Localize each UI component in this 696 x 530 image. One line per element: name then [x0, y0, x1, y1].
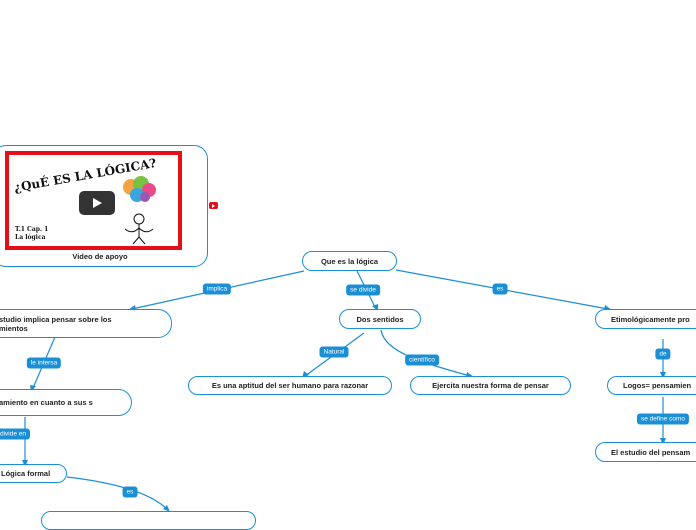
link-label-divide-en[interactable]: divide en: [0, 428, 31, 440]
node-root[interactable]: Que es la lógica: [302, 251, 397, 271]
video-thumbnail-image: ¿QuÉ ES LA LÓGICA? T.1 Cap. 1 La lógica: [9, 155, 178, 246]
node-estudio-pensamiento[interactable]: El estudio del pensam: [595, 442, 696, 462]
youtube-icon[interactable]: [209, 202, 218, 209]
node-pensamiento[interactable]: amiento en cuanto a sus s: [0, 389, 132, 416]
play-icon: [93, 198, 102, 208]
node-aptitud[interactable]: Es una aptitud del ser humano para razon…: [188, 376, 392, 395]
link-label-se-divide[interactable]: se divide: [346, 284, 380, 296]
node-dos-sentidos[interactable]: Dos sentidos: [339, 309, 421, 329]
video-caption: Video de apoyo: [72, 252, 128, 261]
brain-icon: [123, 176, 156, 202]
link-label-implica[interactable]: implica: [202, 283, 232, 295]
node-estudio[interactable]: studio implica pensar sobre los mientos: [0, 309, 172, 338]
thumbnail-line-1: T.1 Cap. 1: [15, 226, 49, 233]
node-bottom-partial[interactable]: [41, 511, 256, 530]
link-label-es-bottom[interactable]: es: [122, 486, 138, 498]
node-logica-formal[interactable]: Lógica formal: [0, 464, 67, 483]
link-label-le-interesa[interactable]: le intersa: [26, 357, 62, 369]
node-logos[interactable]: Logos= pensamien: [607, 376, 696, 395]
thumbnail-line-2: La lógica: [15, 234, 46, 241]
play-button[interactable]: [79, 191, 115, 215]
link-label-de[interactable]: de: [655, 348, 671, 360]
thinking-person-icon: [124, 213, 154, 245]
node-ejercita[interactable]: Ejercita nuestra forma de pensar: [410, 376, 571, 395]
node-etimologicamente[interactable]: Etimológicamente pro: [595, 309, 696, 329]
link-label-natural[interactable]: Natural: [319, 346, 349, 358]
link-label-cientifico[interactable]: científico: [405, 354, 439, 366]
link-label-se-define-como[interactable]: se define como: [636, 413, 690, 425]
video-thumbnail[interactable]: ¿QuÉ ES LA LÓGICA? T.1 Cap. 1 La lógica: [5, 151, 182, 250]
video-card[interactable]: ¿QuÉ ES LA LÓGICA? T.1 Cap. 1 La lógica: [0, 145, 208, 267]
link-label-es-right[interactable]: es: [492, 283, 508, 295]
